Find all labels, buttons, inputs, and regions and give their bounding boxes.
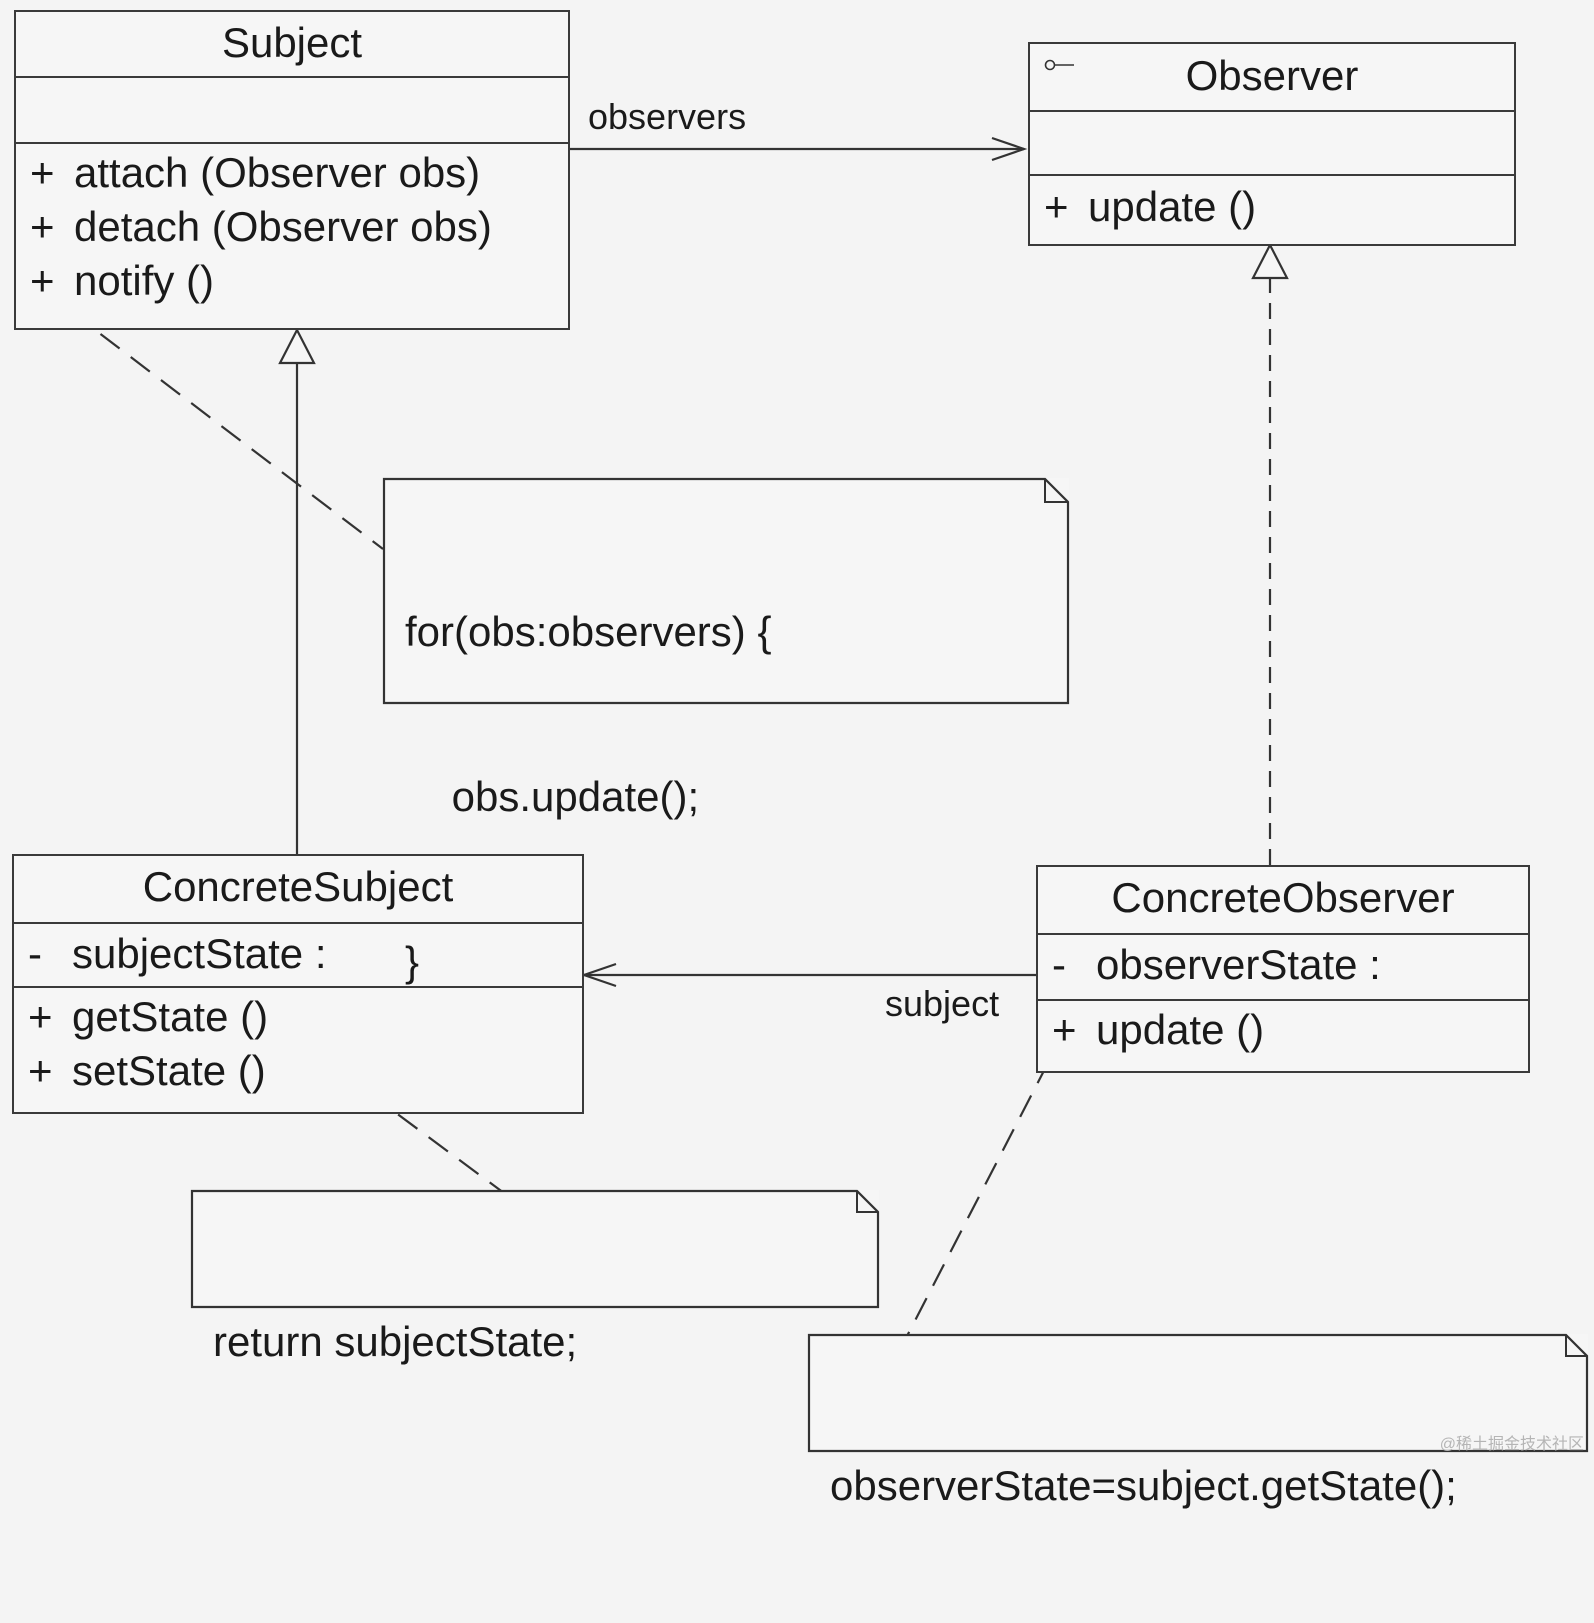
operation-signature: attach (Observer obs): [74, 149, 481, 196]
uml-diagram: observers subject Subject + attach (Obser…: [12, 10, 1589, 1509]
class-name-observer: Observer: [1030, 44, 1514, 110]
attribute-signature: observerState :: [1096, 941, 1381, 988]
operation-attach: + attach (Observer obs): [16, 146, 568, 200]
class-observer: Observer + update (): [1028, 42, 1516, 246]
update-note-anchor: [904, 1027, 1067, 1341]
operation-update: + update (): [1030, 180, 1514, 234]
note-text: for(obs:observers) { obs.update(); }: [405, 494, 771, 1099]
operation-update: + update (): [1038, 1003, 1528, 1057]
class-concrete-observer: ConcreteObserver -observerState : + updat…: [1036, 865, 1530, 1073]
operation-signature: detach (Observer obs): [74, 203, 492, 250]
visibility-marker: +: [28, 993, 53, 1040]
note-line: }: [405, 938, 420, 985]
operation-set-state: + setState (): [14, 1044, 582, 1098]
operations-section-observer: + update (): [1030, 174, 1514, 234]
operation-signature: update (): [1096, 1006, 1265, 1053]
operations-section-concrete-observer: + update (): [1038, 999, 1528, 1057]
class-name-subject: Subject: [221, 19, 363, 66]
note-line: return subjectState;: [213, 1318, 578, 1365]
note-notify: for(obs:observers) { obs.update(); }: [382, 477, 1070, 985]
class-name-text: Observer: [1185, 52, 1359, 99]
attribute-signature: subjectState :: [72, 930, 327, 977]
visibility-marker: +: [30, 257, 55, 304]
operation-signature: notify (): [74, 257, 215, 304]
operation-signature: update (): [1088, 183, 1257, 230]
visibility-marker: +: [30, 149, 55, 196]
note-get-state: return subjectState;: [190, 1189, 880, 1365]
role-label-subject: subject: [885, 983, 1000, 1024]
visibility-marker: -: [28, 930, 42, 977]
operations-section-subject: + attach (Observer obs) + detach (Observer…: [16, 142, 568, 308]
notify-note-anchor: [39, 287, 384, 550]
note-text: return subjectState;: [213, 1204, 577, 1479]
class-name-concrete-observer: ConcreteObserver: [1111, 874, 1455, 921]
realization-triangle: [1251, 242, 1289, 280]
operation-detach: + detach (Observer obs): [16, 200, 568, 254]
visibility-marker: +: [28, 1047, 53, 1094]
note-line: observerState=subject.getState();: [830, 1462, 1457, 1509]
generalization-triangle: [278, 327, 316, 365]
visibility-marker: +: [30, 203, 55, 250]
operation-signature: setState (): [72, 1047, 266, 1094]
operation-notify: + notify (): [16, 254, 568, 308]
note-frame: [190, 1189, 880, 1309]
note-frame: [807, 1333, 1589, 1453]
note-line: obs.update();: [405, 773, 700, 820]
role-label-observers: observers: [588, 96, 747, 137]
attribute-observer-state: -observerState :: [1038, 938, 1528, 992]
attributes-section-subject: [16, 76, 568, 142]
attribute-subject-state: -subjectState :: [14, 927, 582, 981]
note-update: observerState=subject.getState();: [807, 1333, 1589, 1509]
attributes-section-concrete-observer: -observerState :: [1038, 933, 1528, 999]
interface-lollipop-icon: [1044, 59, 1074, 71]
class-name-concrete-subject: ConcreteSubject: [142, 863, 454, 910]
association-observers-arrowhead: [991, 136, 1028, 162]
note-text: observerState=subject.getState();: [830, 1348, 1457, 1623]
visibility-marker: -: [1052, 941, 1066, 988]
note-frame: [382, 477, 1070, 705]
visibility-marker: +: [1044, 183, 1069, 230]
attributes-section-observer: [1030, 110, 1514, 174]
class-concrete-subject: ConcreteSubject -subjectState : + getStat…: [12, 854, 584, 1114]
note-line: for(obs:observers) {: [405, 608, 772, 655]
watermark: @稀土掘金技术社区: [1439, 1436, 1584, 1453]
operations-section-concrete-subject: + getState () + setState (): [14, 986, 582, 1098]
class-subject: Subject + attach (Observer obs) + detach (…: [14, 10, 570, 330]
association-subject-arrowhead: [580, 962, 617, 988]
operation-signature: getState (): [72, 993, 269, 1040]
visibility-marker: +: [1052, 1006, 1077, 1053]
operation-get-state: + getState (): [14, 990, 582, 1044]
attributes-section-concrete-subject: -subjectState :: [14, 922, 582, 986]
